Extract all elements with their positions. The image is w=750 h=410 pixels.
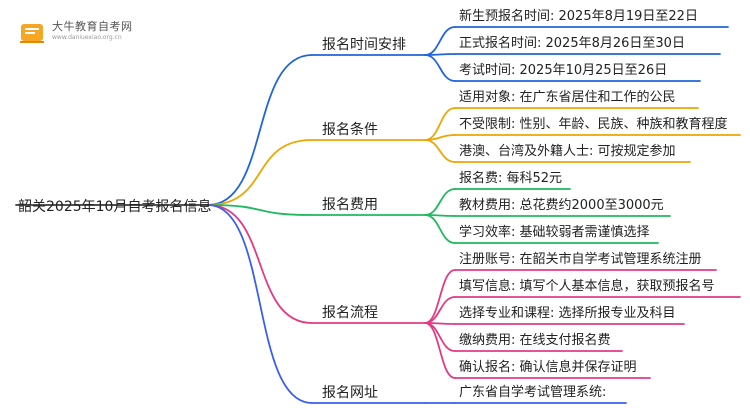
branch-label-time: 报名时间安排 <box>322 37 406 53</box>
leaf-connector <box>424 214 456 244</box>
leaf-connector <box>424 322 456 379</box>
root-connector <box>207 204 313 404</box>
leaf-cond-overseas: 港澳、台湾及外籍人士: 可按规定参加 <box>459 144 676 159</box>
branch-label-process: 报名流程 <box>322 305 378 321</box>
leaf-website-system: 广东省自学考试管理系统: <box>459 385 607 400</box>
leaf-process-register: 注册账号: 在韶关市自学考试管理系统注册 <box>459 252 702 267</box>
leaf-connector <box>424 188 456 216</box>
root-connector <box>207 54 313 206</box>
leaf-connector <box>424 269 456 324</box>
branch-label-conditions: 报名条件 <box>322 122 378 138</box>
leaf-process-payment: 缴纳费用: 在线支付报名费 <box>459 333 611 348</box>
branch-label-fees: 报名费用 <box>322 197 378 213</box>
leaf-connector <box>424 139 456 163</box>
leaf-fee-textbook: 教材费用: 总花费约2000至3000元 <box>459 198 664 213</box>
leaf-cond-eligible: 适用对象: 在广东省居住和工作的公民 <box>459 90 676 105</box>
branch-label-website: 报名网址 <box>322 385 378 401</box>
leaf-connector <box>424 54 456 82</box>
leaf-cond-unrestricted: 不受限制: 性别、年龄、民族、种族和教育程度 <box>459 117 728 132</box>
root-connector <box>207 204 313 324</box>
root-connector <box>207 139 313 206</box>
leaf-time-formal-registration: 正式报名时间: 2025年8月26日至30日 <box>459 36 685 51</box>
leaf-process-choose-major: 选择专业和课程: 选择所报专业及科目 <box>459 306 676 321</box>
book-logo-icon <box>20 24 44 43</box>
leaf-connector <box>424 26 456 56</box>
leaf-connector <box>424 53 456 56</box>
leaf-process-confirm: 确认报名: 确认信息并保存证明 <box>459 360 637 375</box>
leaf-connector <box>424 296 456 324</box>
logo-url: www.daniuexiao.org.cn <box>52 34 122 41</box>
leaf-time-pre-registration: 新生预报名时间: 2025年8月19日至22日 <box>459 9 698 24</box>
root-connector <box>207 204 313 216</box>
leaf-fee-efficiency: 学习效率: 基础较弱者需谨慎选择 <box>459 225 650 240</box>
logo: 大牛教育自考网 www.daniuexiao.org.cn <box>18 14 178 50</box>
leaf-fee-registration: 报名费: 每科52元 <box>459 171 563 186</box>
root-topic: 韶关2025年10月自考报名信息 <box>18 199 212 215</box>
leaf-connector <box>424 134 456 141</box>
leaf-process-fill-info: 填写信息: 填写个人基本信息，获取预报名号 <box>459 279 715 294</box>
logo-title: 大牛教育自考网 <box>52 20 133 33</box>
leaf-time-exam: 考试时间: 2025年10月25日至26日 <box>459 63 668 78</box>
leaf-connector <box>424 322 456 352</box>
